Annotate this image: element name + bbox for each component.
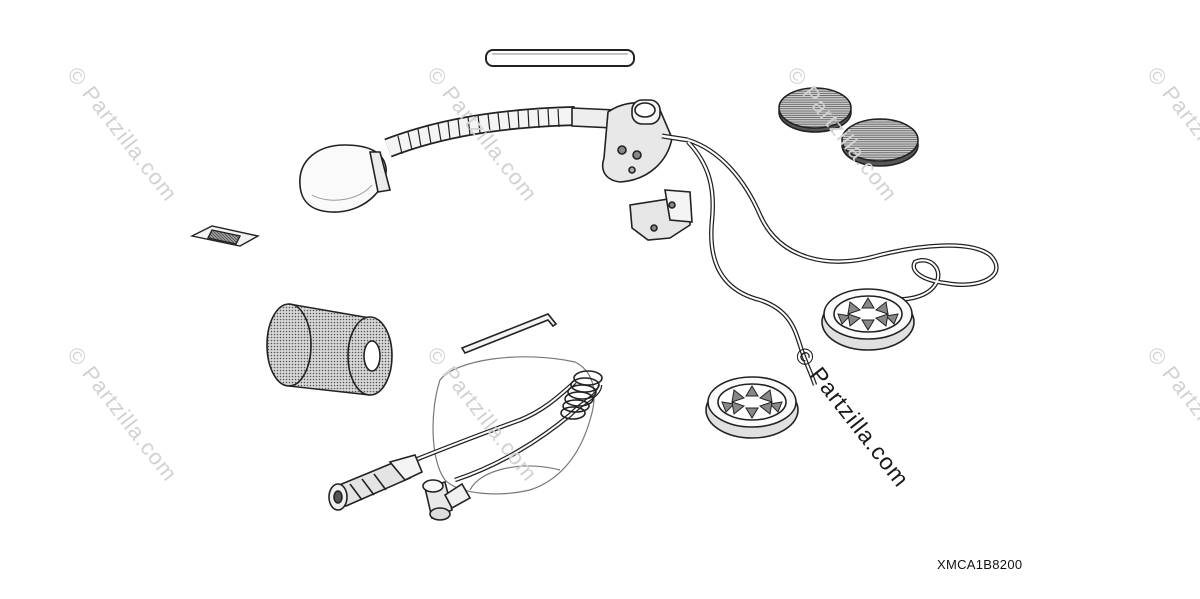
connector-right-angle xyxy=(422,479,472,521)
storage-bag xyxy=(432,356,595,495)
mounting-bracket xyxy=(629,189,693,241)
diagram-code: XMCA1B8200 xyxy=(937,557,1023,572)
strip-part xyxy=(485,49,635,67)
coiled-cable xyxy=(409,370,603,483)
adhesive-clip xyxy=(189,225,260,247)
connector-round xyxy=(328,454,424,511)
hex-wrench xyxy=(460,313,558,354)
foam-windscreen xyxy=(266,303,393,396)
speaker-left xyxy=(705,376,799,439)
velcro-pad-2 xyxy=(841,118,919,167)
boom-microphone xyxy=(299,99,689,213)
velcro-pad-1 xyxy=(778,87,852,133)
speaker-right xyxy=(821,288,915,351)
